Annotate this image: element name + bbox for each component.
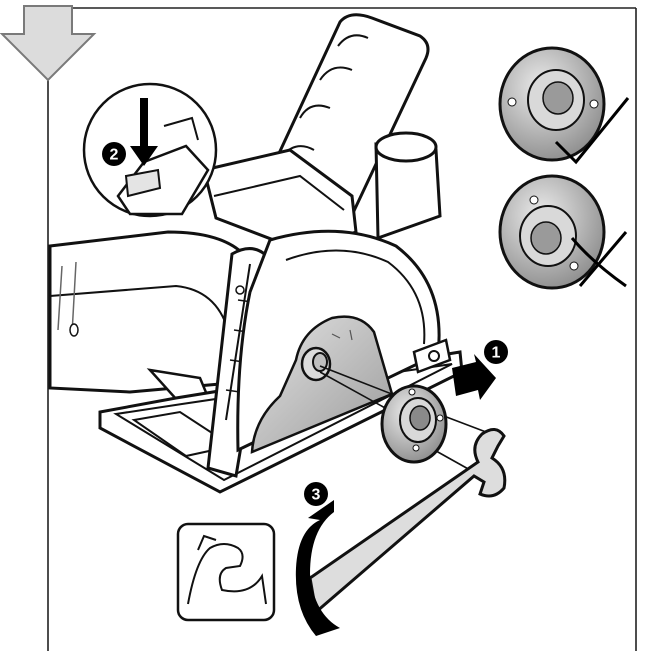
- incorrect-nut-detail: [498, 174, 606, 290]
- guard-clamp: [412, 338, 452, 374]
- svg-text:2: 2: [110, 147, 119, 164]
- svg-text:1: 1: [492, 345, 501, 362]
- svg-text:3: 3: [312, 487, 321, 504]
- two-pin-spanner: [308, 428, 507, 615]
- cutting-disc: [250, 315, 394, 454]
- step-1-arrow: [452, 354, 496, 400]
- checkmark-icon: [554, 97, 630, 165]
- step-2-badge: 2: [102, 142, 126, 166]
- clamping-nut: [380, 384, 448, 464]
- cross-icon: [570, 231, 628, 288]
- correct-nut-detail: [498, 46, 606, 162]
- step-1-badge: 1: [484, 340, 508, 364]
- step-3-rotation-arrow: [295, 500, 340, 636]
- page-frame: [47, 7, 637, 651]
- gear-head: [202, 148, 358, 252]
- flexed-arm-icon: [176, 522, 276, 622]
- spindle: [300, 346, 332, 382]
- step-3-badge: 3: [304, 482, 328, 506]
- dust-port: [374, 131, 442, 241]
- spindle-lock-inset: [82, 82, 218, 218]
- down-arrow-icon: [0, 5, 97, 82]
